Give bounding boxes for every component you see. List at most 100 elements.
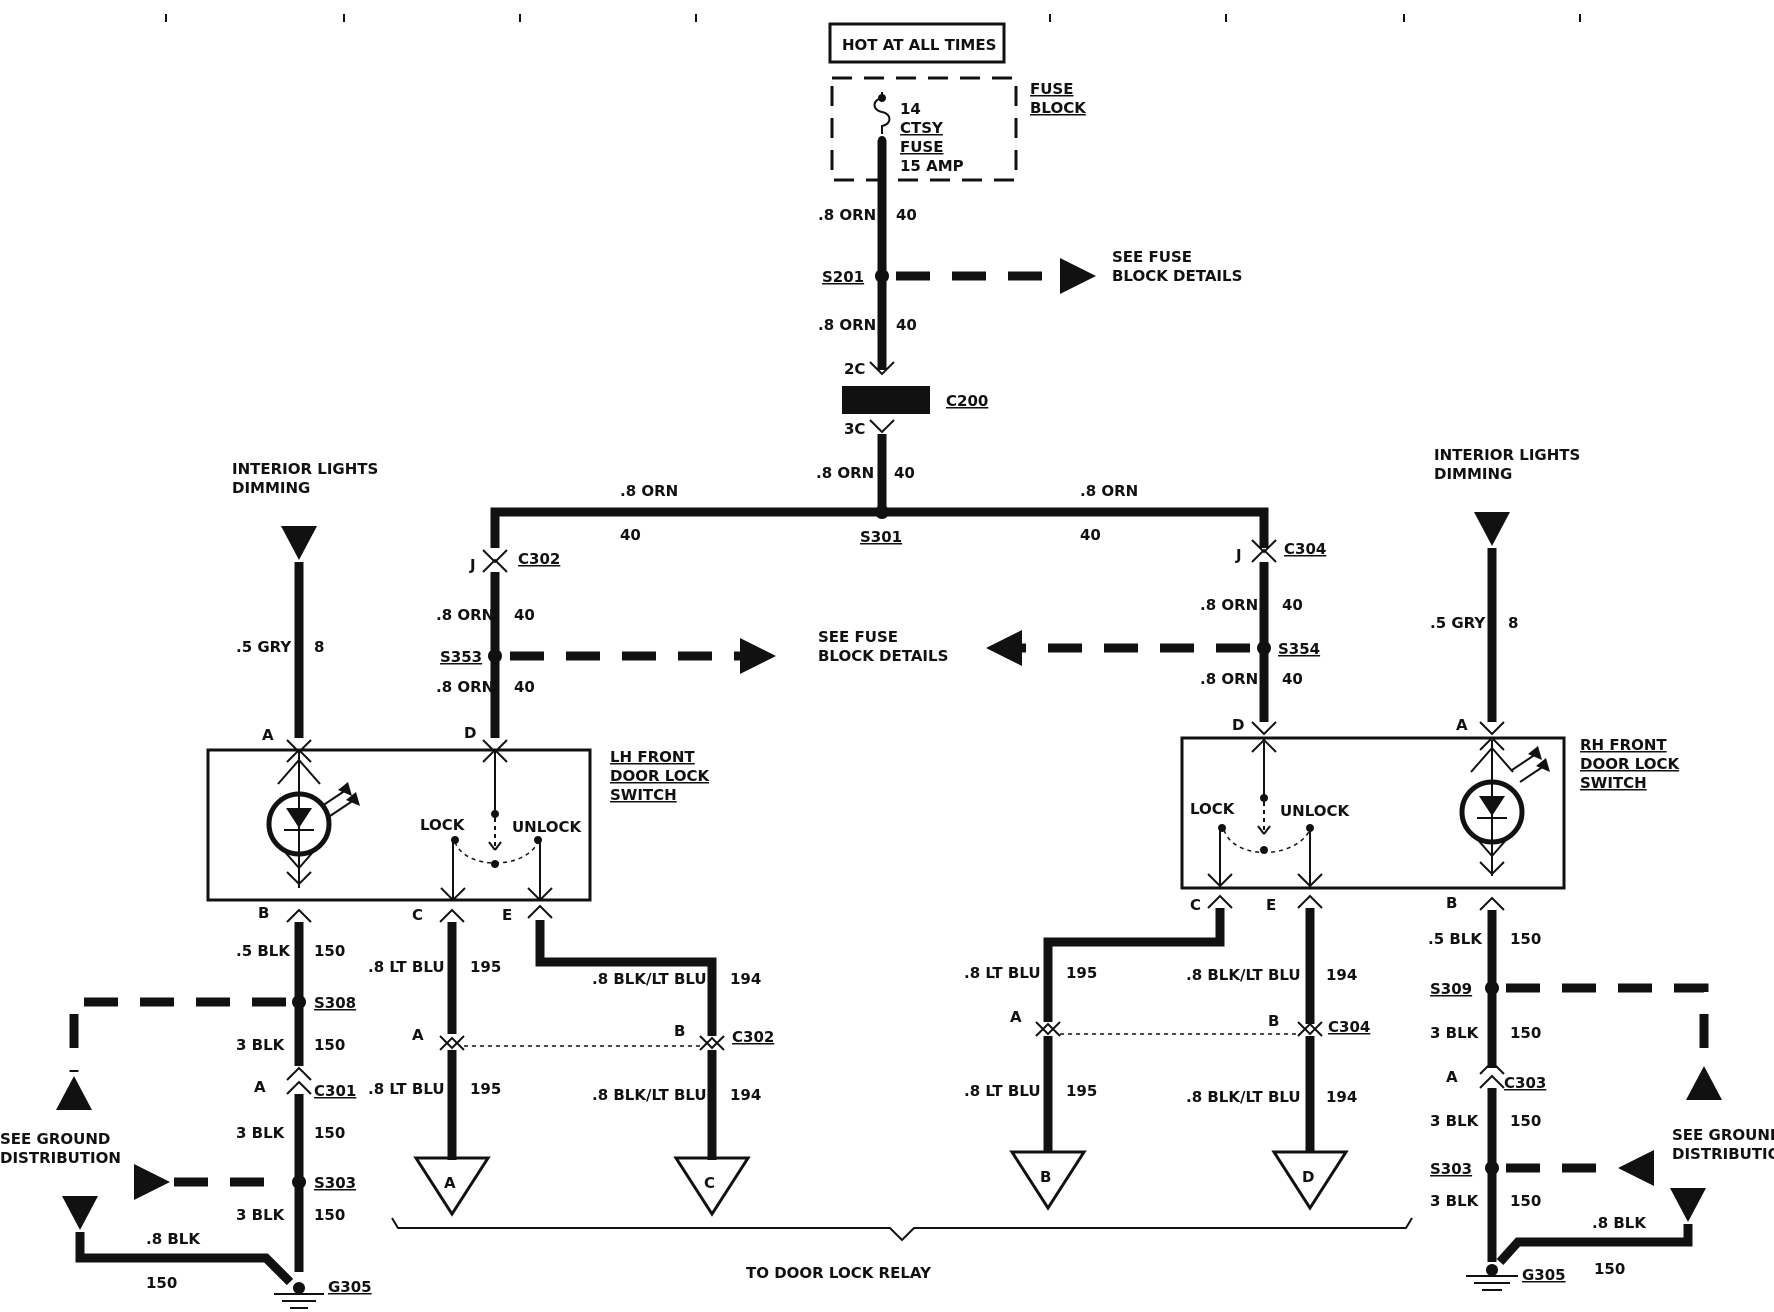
wire-ckt-orn-rh-1: 40: [1282, 596, 1303, 614]
lh-ild-arrow-icon: [281, 526, 317, 560]
fuse-details-top-2: BLOCK DETAILS: [1112, 267, 1242, 285]
rh-switch-label-2: DOOR LOCK: [1580, 755, 1681, 773]
fuse-number: 14: [900, 100, 921, 118]
wire-label-ltblu-rh-lower: .8 LT BLU: [964, 1082, 1041, 1100]
c200-label: C200: [946, 392, 988, 410]
ground-g305-rh-icon: [1466, 1264, 1518, 1291]
rh-ground-ref-1: SEE GROUND: [1672, 1126, 1774, 1144]
wire-label-blkltblu-lh-lower: .8 BLK/LT BLU: [592, 1086, 707, 1104]
fuse-block-outline: [830, 76, 1018, 182]
c302-a-in-icon: [439, 1035, 465, 1050]
dash-s309-ground: [1506, 983, 1709, 1060]
terminal-b-icon: [1009, 1150, 1087, 1211]
c302-b-in-icon: [699, 1035, 725, 1050]
lh-switch-label-2: DOOR LOCK: [610, 767, 711, 785]
splice-s301-label: S301: [860, 528, 902, 546]
wire-label-blk-rh-1: .5 BLK: [1428, 930, 1483, 948]
fuse-block-label-2: BLOCK: [1030, 99, 1087, 117]
wire-blk-lh-g305: [75, 1232, 294, 1286]
wire-label-blk-lh-5: .8 BLK: [146, 1230, 201, 1248]
c304-b-in-icon: [1297, 1021, 1323, 1036]
wire-ckt-blkltblu-rh-lower: 194: [1326, 1088, 1357, 1106]
wire-label-blk-lh-2: 3 BLK: [236, 1036, 286, 1054]
wire-ckt-gry-rh: 8: [1508, 614, 1518, 632]
splice-s308-label: S308: [314, 994, 356, 1012]
c303-out-icon: [1479, 1074, 1505, 1089]
wire-label-ltblu-lh-upper: .8 LT BLU: [368, 958, 445, 976]
fuse-details-top-1: SEE FUSE: [1112, 248, 1192, 266]
rh-door-lock-switch-box: [1180, 736, 1566, 890]
rh-lock-unlock-contacts: [1207, 738, 1323, 888]
c303-pin-a: A: [1446, 1068, 1458, 1086]
c303-label: C303: [1504, 1074, 1546, 1092]
wire-label-orn-rh-1: .8 ORN: [1200, 596, 1258, 614]
door-lock-relay-label: TO DOOR LOCK RELAY: [746, 1264, 932, 1282]
terminal-b-label: B: [1040, 1168, 1051, 1186]
wire-ckt-ltblu-rh-upper: 195: [1066, 964, 1097, 982]
wire-ckt-blkltblu-lh-lower: 194: [730, 1086, 761, 1104]
splice-s301-dot: [875, 505, 889, 519]
c304-top-label: C304: [1284, 540, 1326, 558]
terminal-c-label: C: [704, 1174, 715, 1192]
splice-s353-dot: [488, 649, 502, 663]
c301-out-icon: [286, 1080, 312, 1095]
lh-switch-label-3: SWITCH: [610, 786, 677, 804]
wire-label-orn-rh-2: .8 ORN: [1200, 670, 1258, 688]
ground-up-arrow-icon-rh: [1686, 1066, 1722, 1100]
c200-in-pin: 2C: [844, 360, 865, 378]
lh-pin-c: C: [412, 906, 423, 924]
c304-bottom-pin-a: A: [1010, 1008, 1022, 1026]
c302-top-label: C302: [518, 550, 560, 568]
ground-up-arrow-icon-lh: [56, 1076, 92, 1110]
splice-s353-label: S353: [440, 648, 482, 666]
wire-ckt-orn-rh-2: 40: [1282, 670, 1303, 688]
wire-ckt-ltblu-lh-upper: 195: [470, 958, 501, 976]
rh-pin-e-terminal-icon: [1297, 894, 1323, 909]
lh-ground-ref-2: DISTRIBUTION: [0, 1149, 121, 1167]
c302-bottom-pin-a: A: [412, 1026, 424, 1044]
wire-ckt-blkltblu-rh-upper: 194: [1326, 966, 1357, 984]
c302-j-out-icon: [482, 558, 508, 573]
c200-connector-body: [842, 386, 930, 414]
ground-g305-lh-icon: [274, 1282, 324, 1309]
wire-label-orn-lh-1: .8 ORN: [436, 606, 494, 624]
terminal-a-icon: [413, 1156, 491, 1217]
wire-label-blk-rh-5: .8 BLK: [1592, 1214, 1647, 1232]
c200-connector-in-icon: [869, 361, 895, 376]
lh-ild-label-2: DIMMING: [232, 479, 310, 497]
wire-label-orn-2: .8 ORN: [818, 316, 876, 334]
fuse-details-mid-1: SEE FUSE: [818, 628, 898, 646]
splice-s354-label: S354: [1278, 640, 1320, 658]
dash-s308-ground: [69, 997, 286, 1072]
splice-s303-rh-label: S303: [1430, 1160, 1472, 1178]
wire-ckt-orn-1: 40: [896, 206, 917, 224]
rh-ground-ref-2: DISTRIBUTION: [1672, 1145, 1774, 1163]
c304-a-out-icon: [1035, 1022, 1061, 1037]
c302-bottom-pin-b: B: [674, 1022, 685, 1040]
wire-ckt-blk-lh-2: 150: [314, 1036, 345, 1054]
wire-ckt-blk-lh-3: 150: [314, 1124, 345, 1142]
lh-pin-a: A: [262, 726, 274, 744]
wire-label-orn-lh-2: .8 ORN: [436, 678, 494, 696]
rh-pin-c: C: [1190, 896, 1201, 914]
wire-ckt-orn-left-bus: 40: [620, 526, 641, 544]
lh-pin-d: D: [464, 724, 476, 742]
wire-label-blk-rh-2: 3 BLK: [1430, 1024, 1480, 1042]
wire-label-gry-lh: .5 GRY: [236, 638, 292, 656]
rh-pin-b-terminal-icon: [1479, 896, 1505, 911]
wire-label-orn-left-bus: .8 ORN: [620, 482, 678, 500]
wire-blkltblu-lh-upper: [535, 920, 717, 1036]
wire-label-blk-lh-4: 3 BLK: [236, 1206, 286, 1224]
door-lock-relay-brace: [391, 1217, 1413, 1242]
wire-ckt-blk-rh-5: 150: [1594, 1260, 1625, 1278]
wire-ckt-orn-lh-2: 40: [514, 678, 535, 696]
lh-pin-c-terminal-icon: [439, 908, 465, 923]
rh-switch-label-1: RH FRONT: [1580, 736, 1667, 754]
fuse-icon: [873, 92, 891, 134]
wire-label-orn-right-bus: .8 ORN: [1080, 482, 1138, 500]
fuse-block-label-1: FUSE: [1030, 80, 1073, 98]
rh-pin-c-terminal-icon: [1207, 894, 1233, 909]
fuse-terminal-top: [878, 94, 886, 102]
rh-pin-a-terminal-icon: [1479, 721, 1505, 736]
